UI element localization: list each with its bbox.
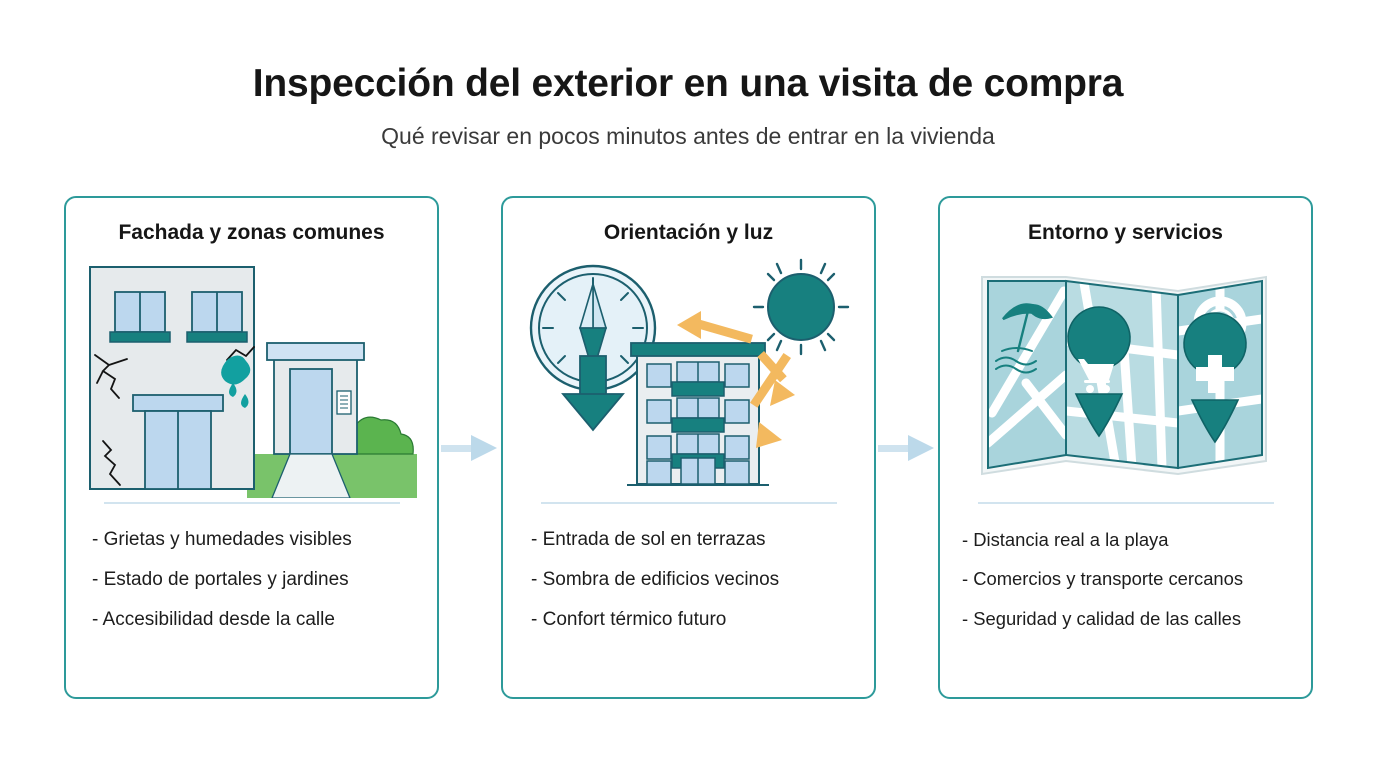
building-floor-2 xyxy=(645,396,750,433)
sun-icon xyxy=(752,258,849,355)
building-roof xyxy=(629,341,766,357)
bullet-list-orientacion: - Entrada de sol en terrazas - Sombra de… xyxy=(503,529,874,631)
list-item: - Sombra de edificios vecinos xyxy=(531,569,780,591)
shop-map-pin xyxy=(1066,305,1131,438)
ground-window-right xyxy=(723,459,750,485)
connector-1 xyxy=(439,196,501,699)
arrow-right-icon xyxy=(878,434,934,461)
beach-umbrella-icon xyxy=(994,303,1053,374)
list-item: - Accesibilidad desde la calle xyxy=(92,608,335,630)
list-item: - Comercios y transporte cercanos xyxy=(962,568,1244,590)
compass-icon xyxy=(529,264,656,391)
intercom-buttons xyxy=(339,395,348,409)
arrow-right-icon xyxy=(441,434,497,461)
connector-2 xyxy=(876,196,938,699)
list-item: - Entrada de sol en terrazas xyxy=(531,529,766,551)
list-item: - Seguridad y calidad de las calles xyxy=(962,607,1242,629)
compass-needle-south xyxy=(578,326,607,375)
list-item: - Distancia real a la playa xyxy=(962,529,1169,551)
intercom-panel xyxy=(335,390,352,415)
sunlight-arrow-1 xyxy=(676,310,753,344)
sunlight-arrows xyxy=(676,310,795,448)
bullet-list-fachada: - Grietas y humedades visibles - Estado … xyxy=(66,529,437,631)
cart-icon xyxy=(1077,358,1114,393)
sunlight-arrow-3 xyxy=(749,352,791,448)
sun-rays xyxy=(752,258,849,355)
portal-lintel xyxy=(265,341,365,361)
water-drop-2 xyxy=(240,393,248,408)
walkway xyxy=(270,453,351,498)
folded-map-illustration xyxy=(953,255,1298,500)
cross-icon xyxy=(1195,354,1234,393)
damp-stain xyxy=(220,355,250,385)
building-floor-1 xyxy=(645,360,750,397)
card-title-orientacion: Orientación y luz xyxy=(603,221,774,244)
map-panel-center xyxy=(1065,280,1178,468)
page-title: Inspección del exterior en una visita de… xyxy=(252,62,1124,105)
water-drop-1 xyxy=(228,382,236,397)
list-item: - Grietas y humedades visibles xyxy=(92,529,352,551)
facade-canopy xyxy=(131,393,224,412)
ground-window-left xyxy=(645,459,672,485)
facade-window-left xyxy=(108,290,171,343)
card-orientacion: Orientación y luz xyxy=(501,196,876,699)
down-arrow-icon xyxy=(560,354,625,432)
crack-right xyxy=(225,345,255,361)
list-item: - Estado de portales y jardines xyxy=(92,569,349,591)
bullet-list-entorno: - Distancia real a la playa - Comercios … xyxy=(940,529,1311,629)
building-facade-illustration xyxy=(79,255,424,500)
crack-lower xyxy=(101,439,121,486)
portal-door xyxy=(288,367,333,455)
facade-window-right xyxy=(185,290,248,343)
crack-upper xyxy=(93,353,128,399)
cards-row: Fachada y zonas comunes xyxy=(64,196,1313,699)
card-fachada: Fachada y zonas comunes xyxy=(64,196,439,699)
card-title-fachada: Fachada y zonas comunes xyxy=(118,221,385,244)
apartment-building xyxy=(626,341,769,486)
card-divider xyxy=(540,502,837,505)
list-item: - Confort térmico futuro xyxy=(531,608,727,630)
card-divider xyxy=(103,502,400,505)
hospital-map-pin xyxy=(1182,311,1247,444)
header: Inspección del exterior en una visita de… xyxy=(0,62,1376,150)
card-entorno: Entorno y servicios xyxy=(938,196,1313,699)
compass-sun-building-illustration xyxy=(516,255,861,500)
card-title-entorno: Entorno y servicios xyxy=(1028,221,1223,244)
card-divider xyxy=(977,502,1274,505)
page-subtitle: Qué revisar en pocos minutos antes de en… xyxy=(381,122,995,149)
map-panel-left xyxy=(987,280,1066,468)
